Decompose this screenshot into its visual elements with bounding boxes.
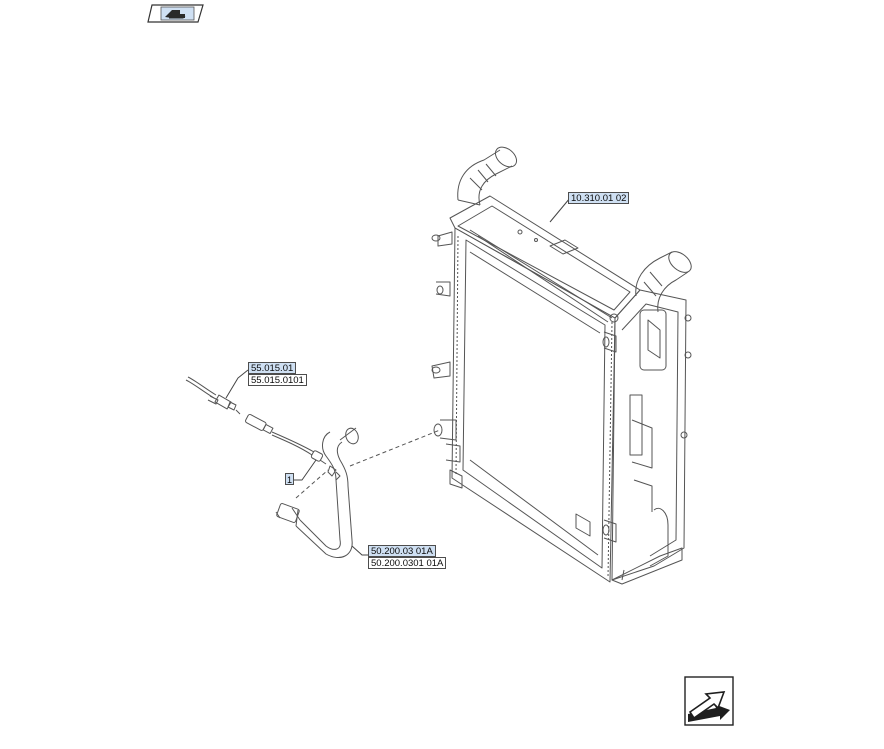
right-front-brackets bbox=[575, 313, 625, 581]
leader-lines bbox=[225, 197, 571, 556]
cable-reference-link[interactable]: 55.015.01 bbox=[248, 362, 297, 374]
book-with-arrow-icon[interactable] bbox=[147, 2, 205, 24]
right-inlet-pipe bbox=[635, 251, 692, 313]
left-side-brackets bbox=[431, 231, 463, 489]
pipe-reference-link[interactable]: 50.200.03 01A bbox=[368, 545, 436, 557]
pipe-reference[interactable]: 50.200.0301 01A bbox=[368, 557, 447, 569]
forward-arrow-icon[interactable] bbox=[684, 676, 734, 726]
sensor-cable bbox=[185, 376, 327, 465]
radiator-reference-link[interactable]: 10.310.01 02 bbox=[568, 192, 630, 204]
routing-dashes bbox=[295, 429, 441, 499]
charge-air-tube bbox=[275, 427, 359, 558]
top-tank bbox=[449, 195, 641, 323]
top-left-outlet-pipe bbox=[457, 146, 518, 206]
cable-reference[interactable]: 55.015.0101 bbox=[248, 374, 307, 386]
item-number-badge[interactable]: 1 bbox=[285, 473, 295, 485]
radiator-core bbox=[451, 227, 616, 583]
right-side-tank bbox=[611, 289, 692, 585]
